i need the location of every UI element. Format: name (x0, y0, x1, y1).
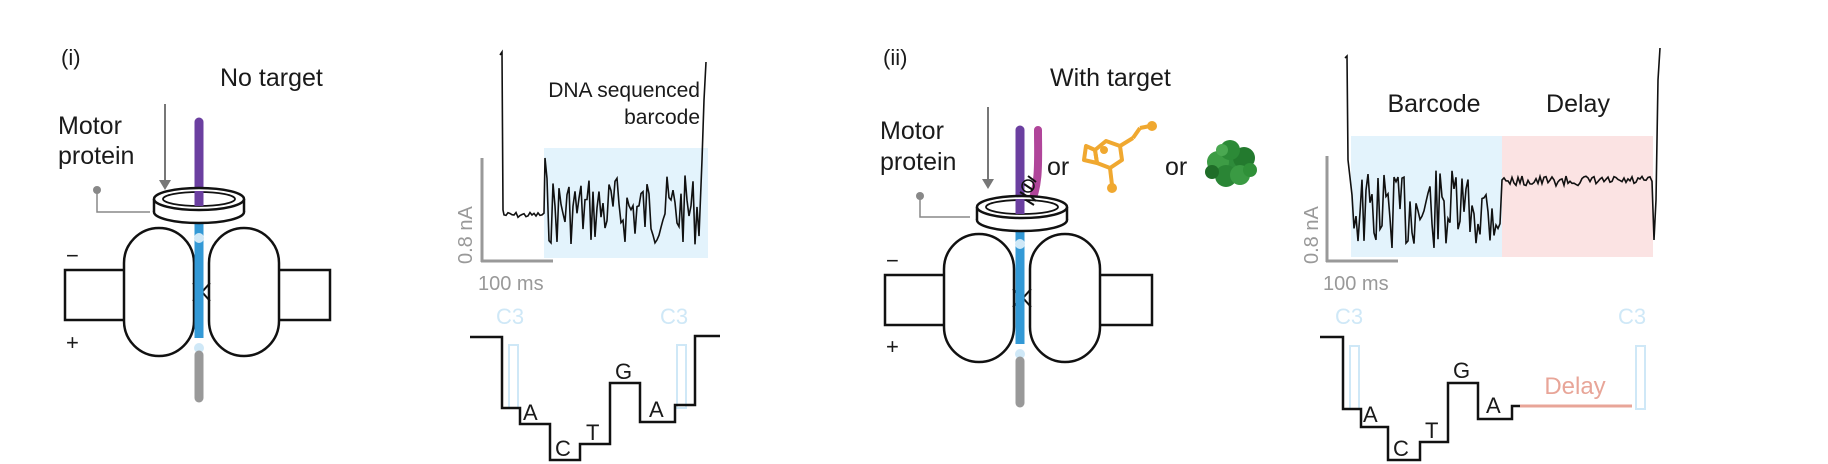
small-molecule-icon (1082, 121, 1157, 193)
current-trace-line-i (499, 49, 707, 245)
panel-ii-title: With target (1050, 64, 1171, 92)
aptamer-hybrid-hatch-ii (1015, 175, 1037, 207)
pore-lobe-left-ii (942, 232, 1016, 364)
step-diagram-ii: C3 C3 Delay A C T G A (1320, 304, 1646, 462)
scale-x-label-i: 100 ms (478, 273, 544, 295)
panel-i: (i) No target Motor protein (58, 45, 720, 462)
motor-label-line2-ii: protein (880, 148, 956, 176)
region-delay-label: Delay (1546, 90, 1610, 118)
panel-i-title: No target (220, 64, 323, 92)
c3-marker-top-ii (1015, 239, 1025, 249)
motor-label-line1-ii: Motor (880, 117, 944, 145)
electrode-wire-i (96, 190, 150, 213)
target-binding-site-ii (1021, 179, 1035, 193)
minus-sign-i: − (66, 243, 79, 268)
base-a-2-ii: A (1486, 393, 1501, 418)
plus-sign-ii: + (886, 334, 899, 359)
c3-left-label-i: C3 (496, 304, 524, 329)
delay-region-ii (1502, 136, 1653, 257)
panel-ii-label: (ii) (883, 45, 907, 70)
plus-sign-i: + (66, 330, 79, 355)
current-trace-ii: Barcode Delay 0.8 nA 100 ms (1301, 47, 1661, 295)
c3-left-well-i (508, 344, 519, 409)
panel-ii: (ii) With target Motor protein (880, 45, 1661, 462)
motor-label-line2: protein (58, 142, 134, 170)
delay-step-label: Delay (1544, 373, 1605, 400)
scale-y-label-ii: 0.8 nA (1301, 206, 1323, 264)
base-c-i: C (555, 436, 571, 461)
c3-right-well-ii (1635, 345, 1646, 410)
motor-arrow-head-ii (982, 179, 994, 189)
or-text-1: or (1047, 153, 1069, 181)
base-a-2-i: A (649, 397, 664, 422)
base-t-ii: T (1425, 418, 1438, 443)
or-text-2: or (1165, 153, 1187, 181)
c3-marker-top-i (194, 233, 204, 243)
motor-arrow-head-i (159, 180, 171, 190)
scale-x-label-ii: 100 ms (1323, 273, 1389, 295)
protein-icon (1205, 140, 1257, 187)
step-diagram-i: C3 C3 A C T G A (470, 304, 720, 462)
region-barcode-label: Barcode (1387, 90, 1480, 118)
step-line-i (470, 334, 720, 462)
c3-right-label-i: C3 (660, 304, 688, 329)
aptamer-strand-ii (1026, 126, 1043, 209)
base-g-ii: G (1453, 358, 1470, 383)
base-t-i: T (586, 420, 599, 445)
trace-label-line1: DNA sequenced (548, 79, 700, 102)
base-g-i: G (615, 359, 632, 384)
c3-marker-bottom-i (194, 343, 204, 353)
base-c-ii: C (1393, 436, 1409, 461)
c3-marker-bottom-ii (1015, 349, 1025, 359)
nanopore-schematic-ii: Motor protein (880, 107, 1257, 408)
pore-lobe-right-ii (1028, 232, 1102, 364)
minus-sign-ii: − (886, 248, 899, 273)
current-trace-line-ii (1344, 47, 1661, 249)
nanopore-schematic-i: Motor protein (58, 104, 332, 403)
panel-i-label: (i) (61, 45, 81, 70)
base-a-1-i: A (523, 400, 538, 425)
base-a-1-ii: A (1363, 402, 1378, 427)
current-trace-i: DNA sequenced barcode 0.8 nA 100 ms (455, 49, 708, 295)
motor-label-line1: Motor (58, 112, 122, 140)
pore-lobe-left-i (122, 226, 196, 358)
step-line-ii (1320, 335, 1520, 462)
pore-lobe-right-i (207, 226, 281, 358)
electrode-wire-ii (919, 196, 970, 218)
trace-label-line2: barcode (624, 106, 700, 129)
scale-y-label-i: 0.8 nA (455, 206, 477, 264)
c3-left-well-ii (1349, 345, 1360, 410)
c3-right-well-i (676, 344, 687, 409)
c3-left-label-ii: C3 (1335, 304, 1363, 329)
c3-right-label-ii: C3 (1618, 304, 1646, 329)
aptamer-in-ring-hatch-ii (1025, 195, 1037, 206)
